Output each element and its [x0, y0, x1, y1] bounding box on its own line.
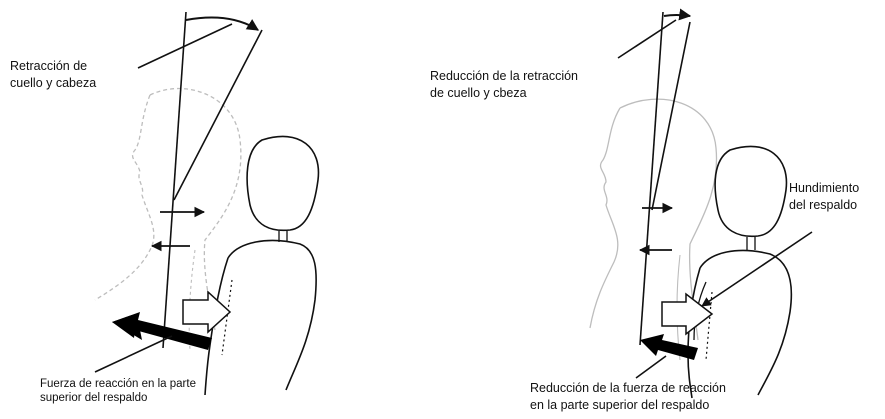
left-seatback [204, 239, 317, 396]
label-fuerza-reaccion-line-1: Fuerza de reacción en la parte [40, 378, 196, 390]
left-headrest [246, 135, 320, 232]
right-seatback [687, 249, 793, 399]
label-reduccion-fuerza-line-1: Reducción de la fuerza de reacción [530, 381, 726, 395]
label-retraccion-line-1: Retracción de [10, 59, 88, 73]
label-fuerza-reaccion: Fuerza de reacción en la parte superior … [40, 377, 196, 405]
left-hollow-arrow [182, 290, 232, 334]
left-label-pointer-line [137, 23, 233, 69]
left-vertical-reference-line [162, 11, 187, 349]
label-retraccion: Retracción de cuello y cabeza [10, 58, 96, 92]
label-reduccion-retraccion-line-2: de cuello y cbeza [430, 86, 527, 100]
right-reaction-force-arrow [640, 334, 698, 360]
label-fuerza-reaccion-line-2: superior del respaldo [40, 392, 148, 404]
left-rotation-arc-arrow [185, 16, 260, 31]
left-panel [94, 11, 320, 396]
right-vertical-reference-line [639, 11, 664, 346]
label-hundimiento-line-2: del respaldo [789, 198, 858, 212]
left-occupant-face-outline [94, 94, 155, 301]
label-reduccion-retraccion-line-1: Reducción de la retracción [430, 69, 578, 83]
left-occupant-head-outline [149, 87, 242, 331]
right-bottom-label-pointer [635, 355, 667, 379]
left-reaction-force-arrow-body [112, 312, 212, 350]
label-reduccion-fuerza: Reducción de la fuerza de reacción en la… [530, 380, 726, 414]
left-tilted-head-line [173, 29, 263, 201]
right-occupant-face-outline [589, 107, 621, 329]
label-reduccion-retraccion: Reducción de la retracción de cuello y c… [430, 68, 578, 102]
right-hollow-arrow [661, 292, 714, 336]
right-rotation-arc-arrow [663, 8, 692, 21]
right-panel [589, 8, 813, 399]
left-bottom-label-pointer [94, 335, 173, 373]
right-headrest [714, 145, 788, 238]
label-hundimiento: Hundimiento del respaldo [789, 180, 859, 214]
right-label-pointer-line [617, 19, 677, 59]
label-retraccion-line-2: cuello y cabeza [10, 76, 97, 90]
label-reduccion-fuerza-line-2: en la parte superior del respaldo [530, 398, 710, 412]
right-hundimiento-pointer [701, 231, 813, 307]
right-tilted-head-line [651, 21, 691, 211]
label-hundimiento-line-1: Hundimiento [789, 181, 860, 195]
